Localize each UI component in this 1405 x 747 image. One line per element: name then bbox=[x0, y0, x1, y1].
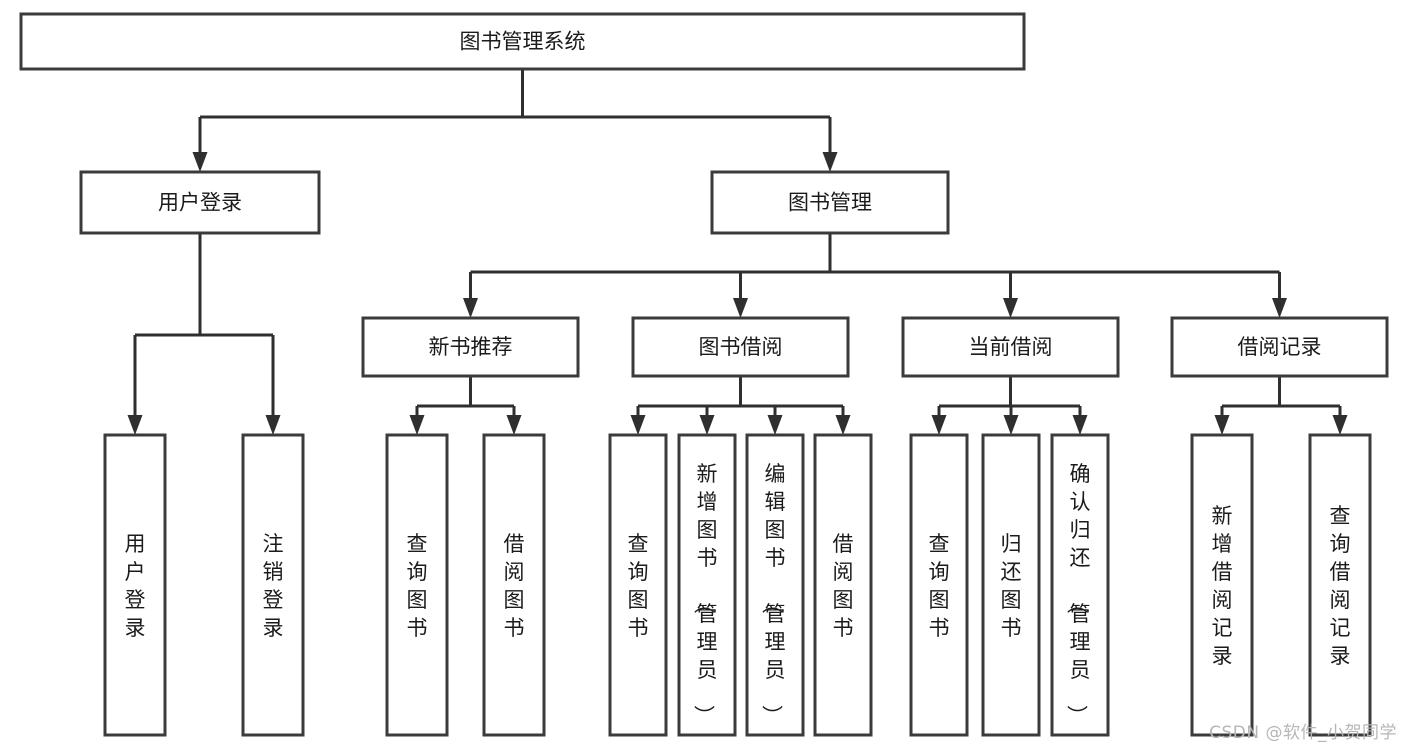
node-label-new-book-rec: 新书推荐 bbox=[429, 335, 513, 359]
node-label-rec-query-book: 查询图书 bbox=[407, 532, 428, 640]
node-box-borrow-record[interactable] bbox=[1170, 316, 1389, 378]
node-borrow-add-book[interactable]: 新增图书（管理员） bbox=[677, 433, 737, 737]
node-new-book-rec[interactable]: 新书推荐 bbox=[361, 316, 580, 378]
node-label-cur-return-book: 归还图书 bbox=[1001, 532, 1022, 640]
node-rec-borrow-book[interactable]: 借阅图书 bbox=[482, 433, 546, 737]
node-rec-add-record[interactable]: 新增借阅记录 bbox=[1190, 433, 1254, 737]
node-box-user-logout[interactable] bbox=[241, 433, 305, 737]
node-box-root[interactable] bbox=[19, 12, 1026, 71]
node-borrow-lend-book[interactable]: 借阅图书 bbox=[813, 433, 873, 737]
node-box-borrow-query-book[interactable] bbox=[608, 433, 668, 737]
node-label-root: 图书管理系统 bbox=[460, 30, 586, 54]
edge-group-new-book-rec bbox=[409, 376, 522, 435]
node-label-user-login-do: 用户登录 bbox=[125, 532, 146, 640]
node-box-user-login[interactable] bbox=[79, 170, 321, 235]
node-box-new-book-rec[interactable] bbox=[361, 316, 580, 378]
node-borrow-query-book[interactable]: 查询图书 bbox=[608, 433, 668, 737]
node-rec-query-record[interactable]: 查询借阅记录 bbox=[1308, 433, 1372, 737]
node-label-borrow-add-book: 新增图书（管理员） bbox=[692, 462, 718, 726]
node-box-current-borrow[interactable] bbox=[901, 316, 1120, 378]
node-label-borrow-record: 借阅记录 bbox=[1238, 335, 1322, 359]
node-user-logout[interactable]: 注销登录 bbox=[241, 433, 305, 737]
edge-group-book-manage bbox=[463, 233, 1287, 318]
node-label-cur-query-book: 查询图书 bbox=[929, 532, 950, 640]
node-cur-confirm-return[interactable]: 确认归还（管理员） bbox=[1050, 433, 1110, 737]
node-label-rec-add-record: 新增借阅记录 bbox=[1212, 504, 1233, 668]
node-box-book-manage[interactable] bbox=[710, 170, 950, 235]
node-box-borrow-edit-book[interactable] bbox=[745, 433, 805, 737]
watermark: CSDN @软件_小贺同学 bbox=[1209, 723, 1397, 743]
node-label-borrow-query-book: 查询图书 bbox=[628, 532, 649, 640]
node-label-rec-query-record: 查询借阅记录 bbox=[1330, 504, 1351, 668]
node-borrow-record[interactable]: 借阅记录 bbox=[1170, 316, 1389, 378]
node-rec-query-book[interactable]: 查询图书 bbox=[385, 433, 449, 737]
node-box-user-login-do[interactable] bbox=[103, 433, 167, 737]
edge-group-borrow-record bbox=[1214, 376, 1348, 435]
connector-layer bbox=[127, 69, 1348, 435]
node-box-cur-confirm-return[interactable] bbox=[1050, 433, 1110, 737]
node-book-manage[interactable]: 图书管理 bbox=[710, 170, 950, 235]
node-label-book-manage: 图书管理 bbox=[788, 191, 872, 215]
node-box-cur-query-book[interactable] bbox=[909, 433, 969, 737]
node-box-rec-add-record[interactable] bbox=[1190, 433, 1254, 737]
node-cur-return-book[interactable]: 归还图书 bbox=[981, 433, 1041, 737]
node-cur-query-book[interactable]: 查询图书 bbox=[909, 433, 969, 737]
node-box-book-borrow[interactable] bbox=[631, 316, 850, 378]
node-box-rec-query-book[interactable] bbox=[385, 433, 449, 737]
node-user-login[interactable]: 用户登录 bbox=[79, 170, 321, 235]
node-root[interactable]: 图书管理系统 bbox=[19, 12, 1026, 71]
node-label-user-login: 用户登录 bbox=[158, 191, 242, 215]
node-box-cur-return-book[interactable] bbox=[981, 433, 1041, 737]
node-label-cur-confirm-return: 确认归还（管理员） bbox=[1065, 462, 1091, 726]
node-box-borrow-add-book[interactable] bbox=[677, 433, 737, 737]
node-box-rec-borrow-book[interactable] bbox=[482, 433, 546, 737]
edge-group-root bbox=[192, 69, 838, 172]
edge-group-current-borrow bbox=[931, 376, 1088, 435]
edge-group-user-login bbox=[127, 233, 281, 435]
node-current-borrow[interactable]: 当前借阅 bbox=[901, 316, 1120, 378]
edge-group-book-borrow bbox=[630, 376, 851, 435]
node-borrow-edit-book[interactable]: 编辑图书（管理员） bbox=[745, 433, 805, 737]
node-box-borrow-lend-book[interactable] bbox=[813, 433, 873, 737]
node-label-book-borrow: 图书借阅 bbox=[699, 335, 783, 359]
node-label-user-logout: 注销登录 bbox=[263, 532, 284, 640]
node-label-current-borrow: 当前借阅 bbox=[969, 335, 1053, 359]
node-user-login-do[interactable]: 用户登录 bbox=[103, 433, 167, 737]
node-label-borrow-lend-book: 借阅图书 bbox=[833, 532, 854, 640]
node-box-rec-query-record[interactable] bbox=[1308, 433, 1372, 737]
node-label-borrow-edit-book: 编辑图书（管理员） bbox=[760, 462, 786, 726]
node-book-borrow[interactable]: 图书借阅 bbox=[631, 316, 850, 378]
node-layer: 图书管理系统用户登录图书管理用户登录注销登录新书推荐图书借阅当前借阅借阅记录查询… bbox=[19, 12, 1389, 737]
node-label-rec-borrow-book: 借阅图书 bbox=[504, 532, 525, 640]
